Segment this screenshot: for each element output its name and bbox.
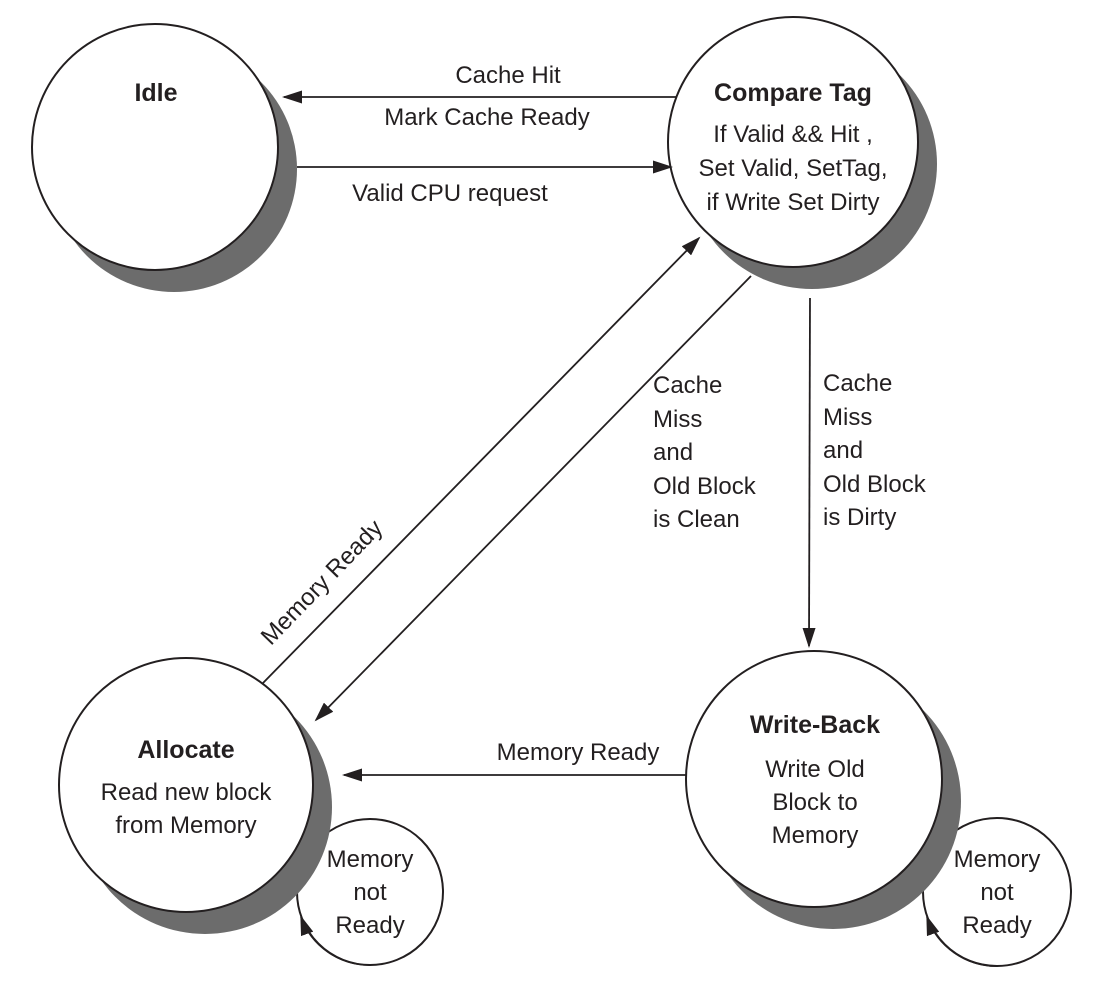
label-cache-miss-clean: Cache Miss and Old Block is Clean	[653, 369, 756, 537]
label-cache-miss-dirty: Cache Miss and Old Block is Dirty	[823, 367, 926, 535]
arrow-write-back-self-loop	[926, 915, 998, 967]
compare-tag-state-action: If Valid && Hit , Set Valid, SetTag, if …	[673, 118, 913, 220]
write-back-state-title: Write-Back	[749, 711, 881, 739]
write-back-action-line: Block to	[772, 789, 858, 816]
compare-tag-action-line: if Write Set Dirty	[706, 189, 880, 216]
label-valid-cpu-request: Valid CPU request	[352, 180, 548, 207]
allocate-action-line: Read new block	[100, 779, 272, 806]
compare-tag-state-title: Compare Tag	[714, 79, 872, 107]
label-memory-not-ready-write-back: Memory not Ready	[917, 843, 1077, 942]
label-line: Miss	[823, 403, 873, 431]
compare-tag-action-line: Set Valid, SetTag,	[698, 155, 888, 182]
idle-state-title: Idle	[134, 79, 178, 107]
label-line: is Dirty	[823, 504, 897, 531]
write-back-action-line: Memory	[771, 822, 859, 849]
compare-tag-action-line: If Valid && Hit ,	[713, 121, 873, 148]
allocate-state-title: Allocate	[137, 736, 235, 764]
write-back-action-line: Write Old	[765, 756, 865, 783]
label-line: and	[823, 437, 864, 464]
label-line: Cache	[823, 370, 893, 397]
label-mark-cache-ready: Mark Cache Ready	[384, 104, 590, 131]
idle-state-circle	[31, 23, 279, 271]
label-line: not	[353, 879, 387, 906]
allocate-state-circle	[58, 657, 314, 913]
label-memory-not-ready-allocate: Memory not Ready	[290, 843, 450, 942]
label-line: not	[980, 879, 1014, 906]
arrow-allocate-self-loop	[300, 915, 371, 966]
arrow-allocate-to-compare-tag	[262, 236, 701, 684]
write-back-state-circle	[685, 650, 943, 908]
label-line: Miss	[653, 405, 703, 433]
label-line: Old Block	[653, 472, 756, 500]
arrow-compare-tag-to-write-back	[802, 297, 816, 648]
label-line: Memory	[326, 846, 414, 873]
label-memory-ready-horizontal: Memory Ready	[496, 739, 660, 766]
arrow-compare-tag-to-allocate	[314, 275, 752, 722]
label-line: Memory	[953, 846, 1041, 873]
label-line: is Clean	[653, 506, 740, 533]
allocate-state-action: Read new block from Memory	[66, 776, 306, 842]
write-back-state-action: Write Old Block to Memory	[695, 753, 935, 852]
label-cache-hit: Cache Hit	[455, 62, 561, 89]
label-line: Ready	[962, 912, 1032, 939]
label-line: and	[653, 439, 694, 466]
compare-tag-state-circle	[667, 16, 919, 268]
label-line: Ready	[335, 912, 405, 939]
allocate-action-line: from Memory	[115, 812, 257, 839]
label-line: Old Block	[823, 470, 926, 498]
label-line: Cache	[653, 372, 723, 399]
